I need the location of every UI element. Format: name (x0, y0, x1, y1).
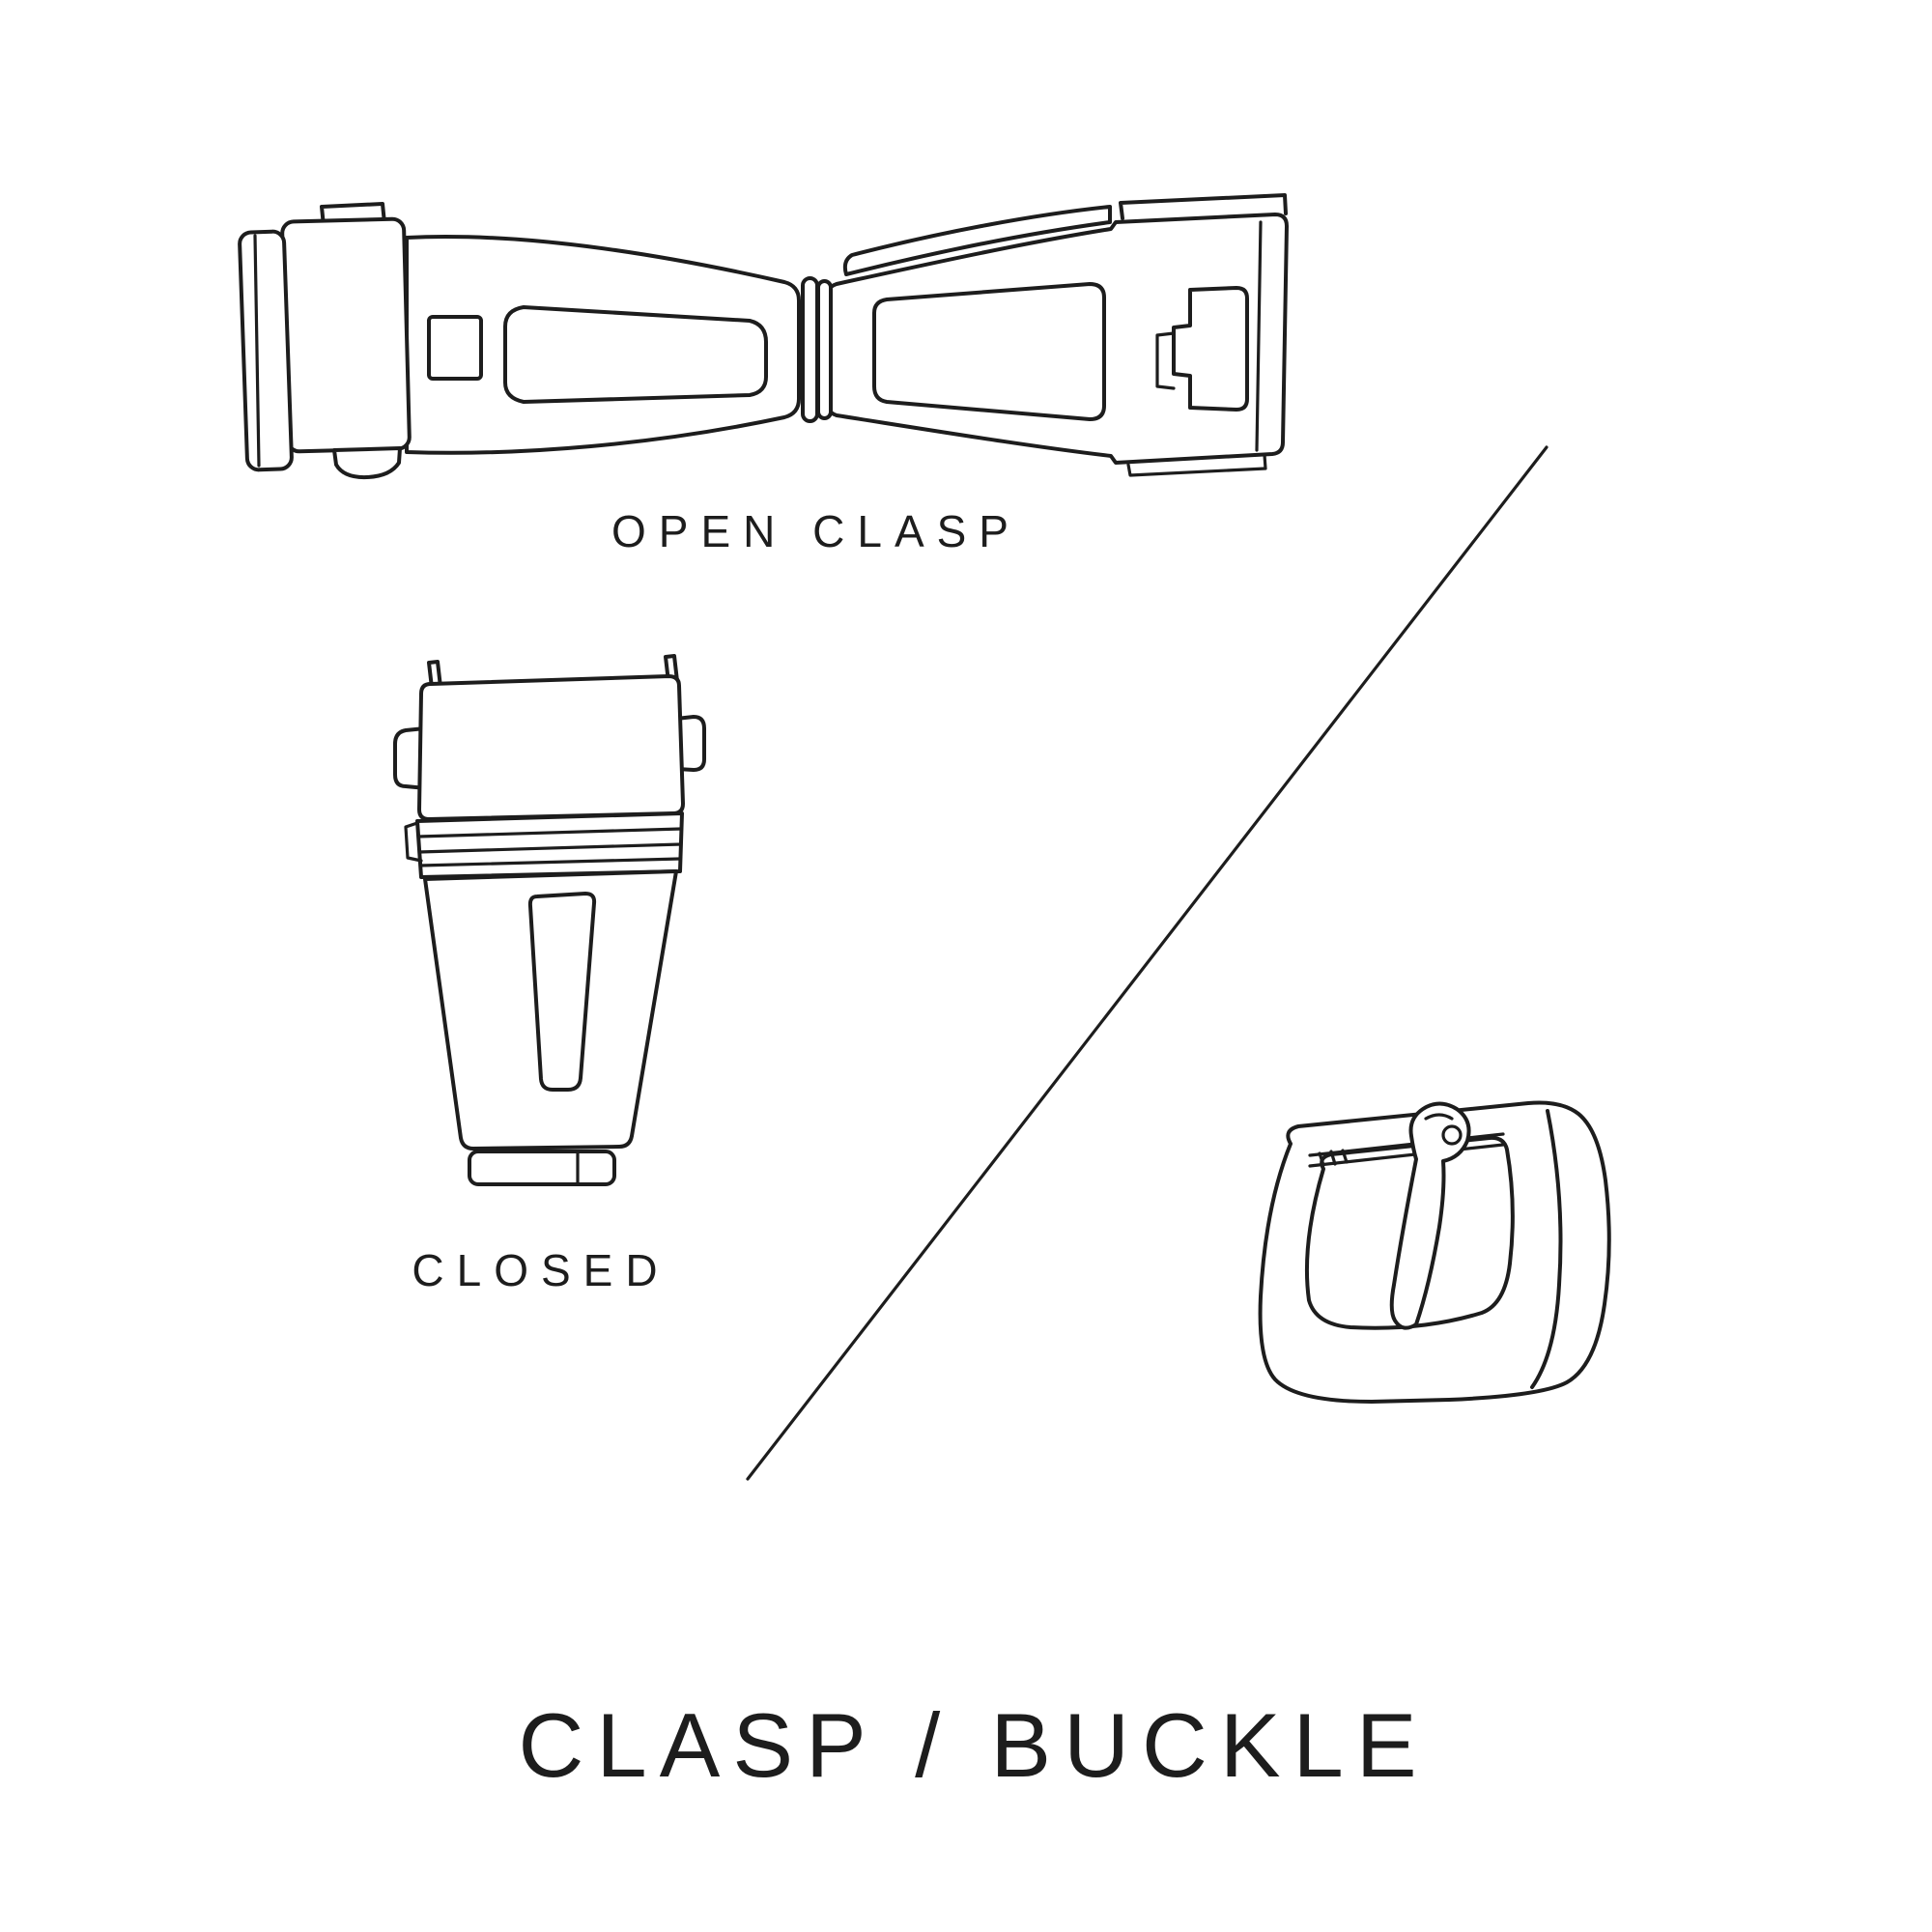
diagram-title: CLASP / BUCKLE (518, 1694, 1430, 1796)
closed-clasp-illustration (393, 654, 706, 1186)
open-clasp-label: OPEN CLASP (611, 506, 1021, 556)
open-clasp-illustration (238, 193, 1289, 480)
buckle-illustration (1258, 1100, 1611, 1404)
divider-line (746, 445, 1548, 1481)
closed-clasp-label: CLOSED (412, 1245, 670, 1295)
